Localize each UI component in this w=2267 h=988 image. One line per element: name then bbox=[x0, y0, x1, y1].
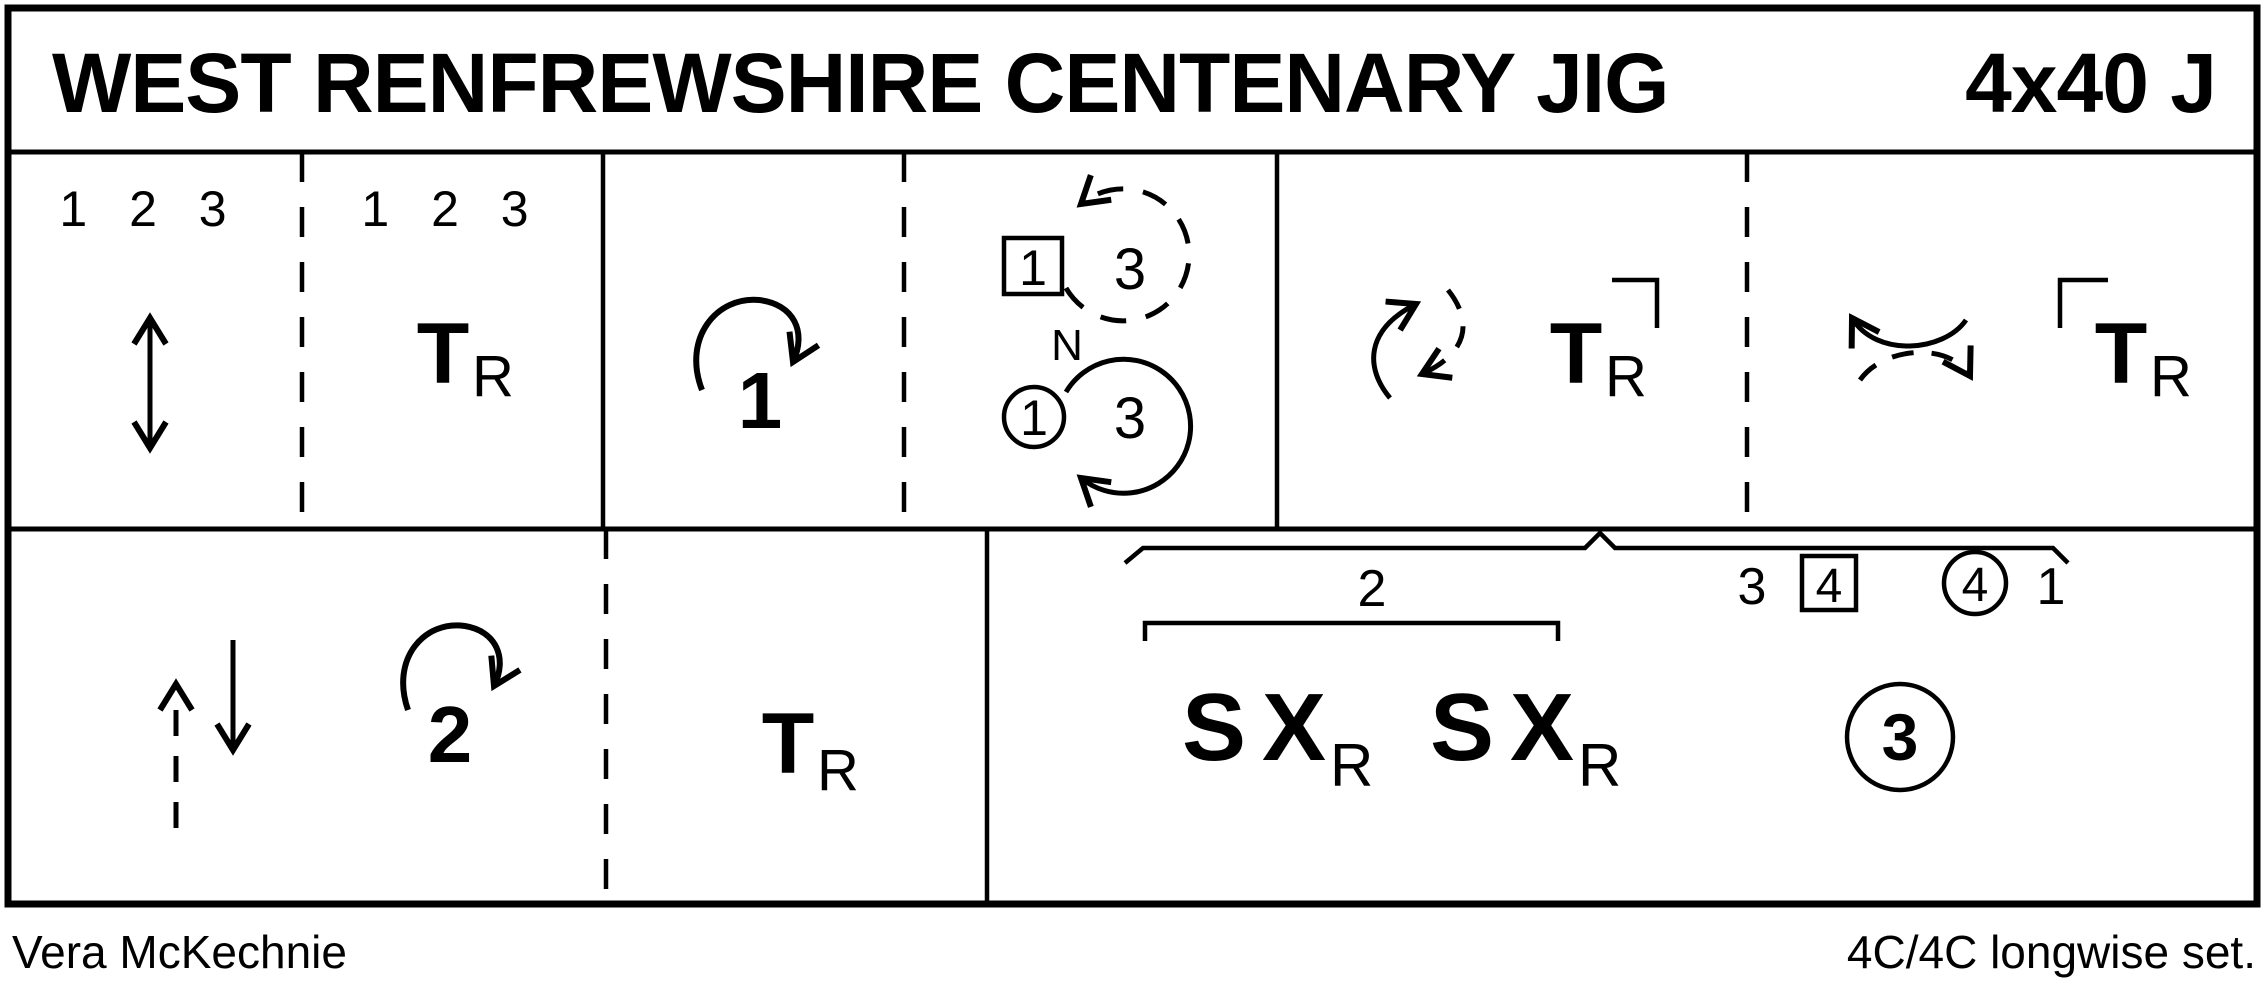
set-type: 4C/4C longwise set. bbox=[1847, 926, 2256, 978]
right-hand-subscript: R bbox=[1578, 732, 1621, 799]
set-symbol: S bbox=[1182, 674, 1246, 781]
cast-couple-number: 1 bbox=[738, 356, 783, 445]
phrase-brace bbox=[1123, 529, 2070, 565]
cast-couple-number: 2 bbox=[428, 690, 473, 779]
couple-circle bbox=[1844, 681, 1956, 793]
turn-right-subscript: R bbox=[472, 344, 514, 409]
cross-symbol: X bbox=[1262, 674, 1326, 781]
dance-title: WEST RENFREWSHIRE CENTENARY JIG bbox=[52, 36, 1668, 130]
circle-couple-number: 3 bbox=[1882, 700, 1919, 774]
diagram-frame bbox=[4, 4, 2261, 908]
bar-cell-9: 2 3 4 4 1 S X R S X R 3 bbox=[1123, 529, 2070, 799]
bars-bracket bbox=[1142, 620, 1561, 641]
dancer-numbers: 1 2 3 bbox=[361, 181, 542, 237]
man-box bbox=[1799, 553, 1859, 613]
turn-right-subscript: R bbox=[817, 738, 859, 803]
position-number: 3 bbox=[1738, 558, 1767, 616]
turn-arrow-solid bbox=[1371, 298, 1422, 400]
solid-loop-arrow bbox=[1063, 356, 1194, 508]
cross-arrow-solid bbox=[1848, 313, 1969, 349]
set-and-cross-right-symbols: S X R S X R bbox=[1182, 674, 1621, 799]
man-box bbox=[1001, 235, 1065, 297]
turn-arrow-dashed bbox=[1416, 288, 1466, 381]
bar-cell-8: T R bbox=[762, 696, 859, 803]
right-hand-subscript: R bbox=[1330, 732, 1373, 799]
lady-number: 4 bbox=[1962, 559, 1989, 612]
cross-arrow-dashed bbox=[1857, 345, 1974, 382]
couple-label: 2 bbox=[1358, 560, 1387, 618]
bar-cell-4: 1 3 N 1 3 bbox=[1001, 174, 1194, 508]
footer: Vera McKechnie 4C/4C longwise set. bbox=[12, 926, 2256, 978]
outer-border bbox=[4, 4, 2261, 908]
third-couple-number: 3 bbox=[1114, 237, 1146, 302]
bar-cell-7: 2 bbox=[157, 622, 522, 828]
bar-cell-2: 1 2 3 T R bbox=[361, 181, 542, 409]
turn-symbol: T bbox=[417, 306, 470, 402]
repeat-code: 4x40 J bbox=[1965, 36, 2216, 130]
dancer-numbers: 1 2 3 bbox=[59, 181, 240, 237]
third-couple-number: 3 bbox=[1114, 386, 1146, 451]
deviser-credit: Vera McKechnie bbox=[12, 926, 347, 978]
bar-cell-1: 1 2 3 bbox=[59, 181, 240, 454]
man-number: 1 bbox=[1019, 240, 1047, 296]
lady-circle bbox=[1001, 384, 1067, 450]
lady-number: 1 bbox=[1020, 390, 1048, 446]
bar-cell-5: T R bbox=[1371, 277, 1660, 409]
cross-symbol: X bbox=[1510, 674, 1574, 781]
near-hand-label: N bbox=[1051, 321, 1083, 370]
turn-symbol: T bbox=[762, 696, 815, 792]
title-bar: WEST RENFREWSHIRE CENTENARY JIG 4x40 J bbox=[52, 36, 2217, 130]
position-number: 1 bbox=[2037, 558, 2066, 616]
turn-right-subscript: R bbox=[2150, 344, 2192, 409]
turn-symbol: T bbox=[1550, 306, 1603, 402]
cast-arrow bbox=[693, 296, 821, 392]
bar-cell-3: 1 bbox=[693, 296, 821, 445]
lady-circle bbox=[1941, 549, 2009, 617]
cast-arrow bbox=[400, 622, 522, 711]
corner-mark bbox=[2057, 277, 2108, 328]
corner-mark bbox=[1612, 277, 1660, 328]
set-symbol: S bbox=[1430, 674, 1494, 781]
turn-symbol: T bbox=[2095, 306, 2148, 402]
dashed-loop-arrow bbox=[1063, 174, 1192, 324]
bar-cell-6: T R bbox=[1848, 277, 2192, 409]
man-number: 4 bbox=[1816, 560, 1843, 613]
turn-right-subscript: R bbox=[1605, 344, 1647, 409]
